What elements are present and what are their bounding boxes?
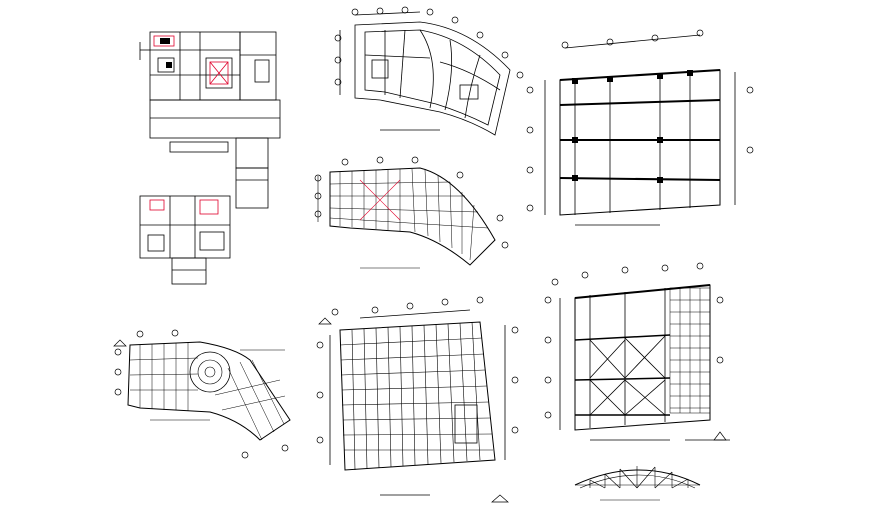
- house-plan-drawing: [139, 31, 281, 209]
- truss-section-drawing: [574, 466, 701, 501]
- curved-frame-mid-drawing: [317, 167, 496, 269]
- truss-elevation-drawing: [559, 284, 711, 441]
- curved-plan-top-dims: [334, 6, 524, 86]
- curved-frame-bottom-drawing: [127, 341, 291, 441]
- curved-plan-top-drawing: [339, 11, 511, 136]
- grid-frame-plan-drawing: [329, 309, 506, 496]
- roof-beam-plan-drawing: [544, 34, 736, 226]
- small-plan-drawing: [139, 195, 231, 285]
- house-plan-accents: [153, 35, 229, 85]
- truss-hatched-panel: [669, 287, 711, 414]
